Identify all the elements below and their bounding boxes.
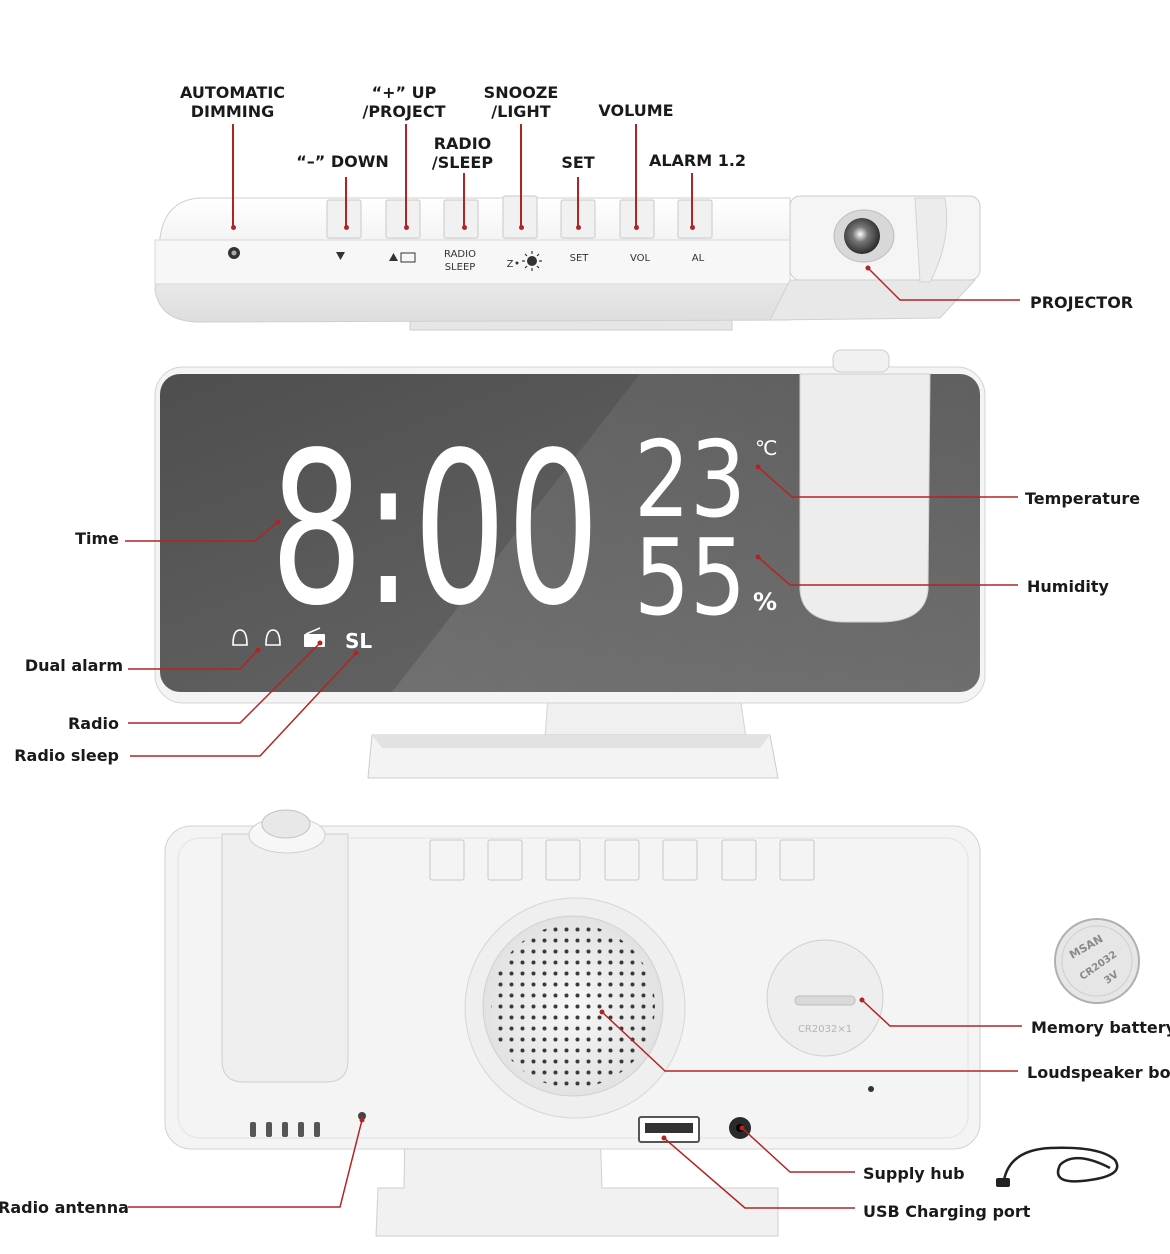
label-usb-charging-port: USB Charging port: [863, 1202, 1031, 1221]
label-radio: Radio: [67, 714, 119, 733]
label-snooze-light: SNOOZE/LIGHT: [483, 83, 559, 121]
button-legend-vol: VOL: [630, 253, 651, 264]
label-radio-sleep: RADIO/SLEEP: [431, 134, 494, 172]
button-legend-radio: RADIO: [444, 249, 476, 260]
label-projector: PROJECTOR: [1030, 293, 1134, 312]
radio-sleep-icon: SL: [345, 629, 372, 653]
display-panel: 8:00 23 55 ℃ % SL: [232, 407, 777, 653]
label-loudspeaker-box: Loudspeaker box: [1027, 1063, 1170, 1082]
label-supply-hub: Supply hub: [863, 1164, 965, 1183]
button-legend-z: Z: [507, 259, 514, 270]
button-legend-sleep: SLEEP: [445, 262, 476, 273]
label-time: Time: [75, 529, 119, 548]
label-down: “–” DOWN: [296, 152, 389, 171]
front-view: [154, 349, 986, 779]
top-view: RADIO SLEEP Z SET VOL AL: [154, 195, 981, 331]
label-temperature: Temperature: [1025, 489, 1141, 508]
button-legend-set: SET: [570, 253, 590, 264]
label-up-project: “+” UP/PROJECT: [362, 83, 446, 121]
time-digits: 8:00: [270, 407, 600, 652]
label-alarm: ALARM 1.2: [648, 151, 747, 170]
label-volume: VOLUME: [598, 101, 674, 120]
back-view: CR2032×1 MSAN CR2032 3V: [164, 809, 1140, 1237]
label-memory-battery: Memory battery: [1031, 1018, 1170, 1037]
label-radio-antenna: Radio antenna: [0, 1198, 129, 1217]
button-legend-al: AL: [692, 253, 705, 264]
temperature-unit: ℃: [755, 436, 777, 460]
temperature-digits: 23: [634, 419, 746, 541]
battery-slot-text: CR2032×1: [798, 1024, 852, 1035]
label-humidity: Humidity: [1027, 577, 1109, 596]
humidity-unit: %: [753, 588, 777, 616]
label-radio-sleep-icon: Radio sleep: [14, 746, 119, 765]
alarm-1-icon: [232, 629, 248, 646]
label-dual-alarm: Dual alarm: [24, 656, 123, 675]
label-set: SET: [561, 153, 595, 172]
humidity-digits: 55: [634, 517, 746, 639]
alarm-2-icon: [265, 629, 281, 646]
